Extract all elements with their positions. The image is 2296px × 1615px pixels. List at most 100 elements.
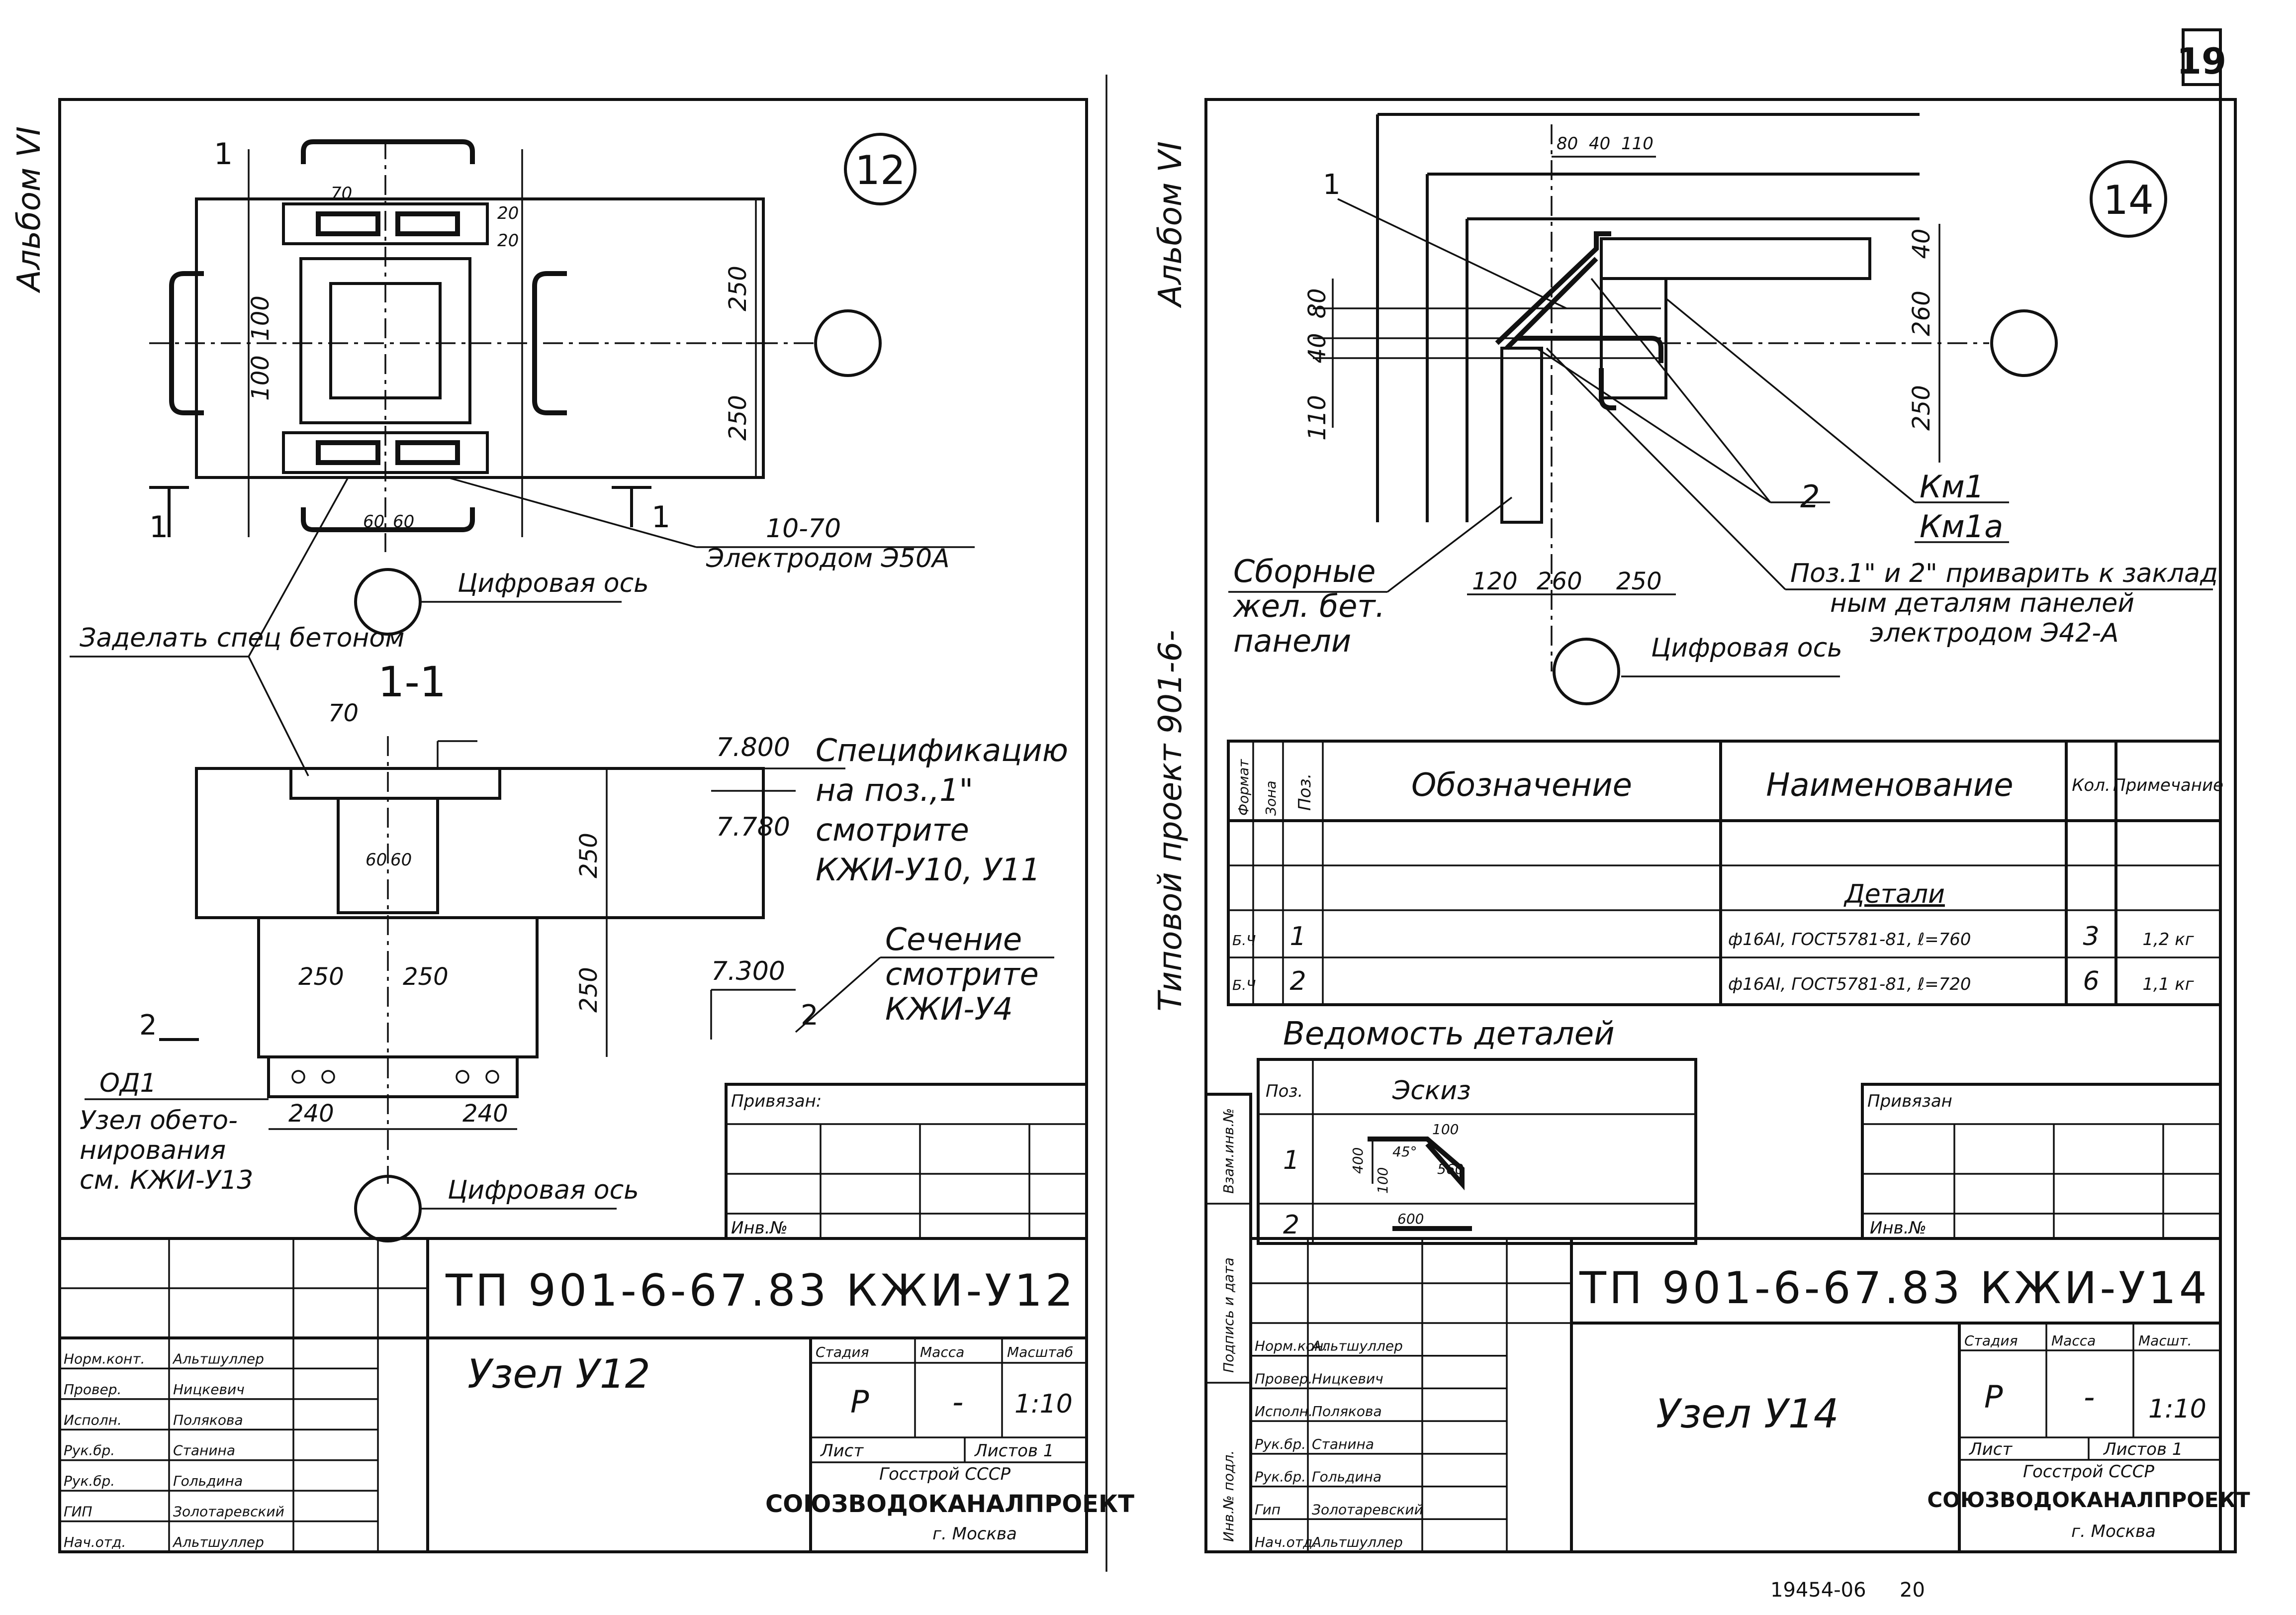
weld-note-electrode: Электродом Э50А (706, 544, 950, 573)
svg-text:240: 240 (462, 1100, 508, 1128)
svg-text:Взам.инв.№: Взам.инв.№ (1220, 1108, 1237, 1194)
right-slab (1600, 237, 1871, 280)
left-privyazan: Привязан: (731, 1091, 822, 1111)
svg-text:80: 80 (1303, 288, 1331, 318)
svg-text:Детали: Детали (1843, 879, 1945, 909)
left-sig-name: Альтшуллер (172, 1350, 264, 1367)
footer-code-2: 20 (1900, 1579, 1925, 1602)
left-sig-name: Станина (173, 1442, 235, 1459)
section-slab (195, 767, 765, 919)
left-sig-name: Полякова (173, 1412, 243, 1428)
svg-text:1: 1 (1323, 169, 1341, 201)
left-node-circle (844, 133, 917, 205)
svg-text:Стадия: Стадия (1964, 1332, 2018, 1349)
right-sig-name: Золотаревский (1312, 1501, 1423, 1518)
svg-text:Листов 1: Листов 1 (2103, 1439, 2183, 1459)
right-axis-label: Цифровая ось (1651, 633, 1842, 663)
left-sig-role: ГИП (64, 1504, 92, 1520)
svg-text:Р: Р (1984, 1379, 2003, 1415)
left-sig-role: Норм.конт. (64, 1350, 145, 1367)
right-sig-role: Нач.отд. (1255, 1534, 1317, 1550)
spec-row-qty: 3 (2083, 922, 2099, 951)
spec-row-format: Б.Ч (1232, 977, 1256, 993)
svg-text:Госстрой СССР: Госстрой СССР (2023, 1462, 2154, 1482)
svg-text:600: 600 (1397, 1211, 1424, 1227)
svg-text:40: 40 (1303, 333, 1331, 363)
spec-row-name: ф16АI, ГОСТ5781-81, ℓ=760 (1728, 930, 1971, 950)
right-sig-name: Станина (1312, 1436, 1374, 1452)
right-doc-code: ТП 901-6-67.83 КЖИ-У14 (1579, 1262, 2210, 1314)
svg-text:250: 250 (575, 833, 603, 878)
svg-text:1:10: 1:10 (1014, 1389, 1073, 1419)
svg-text:70: 70 (328, 699, 359, 727)
right-node-number: 14 (2103, 177, 2154, 223)
svg-text:2: 2 (1800, 478, 1820, 515)
svg-text:60: 60 (393, 512, 414, 532)
left-signatures: Норм.конт.АльтшуллерПровер.НицкевичИспол… (60, 1350, 378, 1553)
svg-text:100: 100 (1375, 1167, 1391, 1194)
right-side-project: Типовой проект 901-6- (1152, 630, 1189, 1012)
spec-note: Спецификацию на поз.,1" смотрите КЖИ-У10… (816, 732, 1078, 888)
svg-text:250: 250 (1908, 385, 1935, 431)
svg-text:Формат: Формат (1235, 759, 1252, 816)
svg-text:Наименование: Наименование (1766, 767, 2013, 804)
base-plate (267, 1055, 519, 1098)
right-side-album: Альбом VI (1152, 141, 1189, 308)
spec-table: Формат Зона Поз. Обозначение Наименовани… (1227, 740, 2223, 1006)
left-sig-name: Ницкевич (173, 1381, 245, 1398)
svg-text:240: 240 (288, 1100, 334, 1128)
svg-text:100: 100 (1432, 1121, 1459, 1138)
svg-text:2: 2 (1283, 1210, 1299, 1240)
right-sig-name: Ницкевич (1312, 1370, 1383, 1387)
svg-text:1:10: 1:10 (2148, 1394, 2206, 1424)
svg-text:40: 40 (1908, 228, 1935, 259)
section-title: 1-1 (378, 658, 446, 706)
left-section-view: 1-1 70 250 250 60 60 250 250 240 240 7.8… (80, 658, 1078, 1242)
svg-text:60: 60 (390, 850, 412, 870)
svg-text:260: 260 (1908, 290, 1935, 336)
svg-text:110: 110 (1621, 134, 1653, 154)
section-mark-top: 1 (214, 137, 233, 172)
svg-text:Масштаб: Масштаб (1007, 1344, 1073, 1360)
plan-slab (195, 197, 765, 479)
right-sig-role: Рук.бр. (1255, 1436, 1306, 1452)
svg-text:Зона: Зона (1263, 780, 1279, 816)
section-mark-right: 1 (651, 500, 670, 535)
spec-row-note: 1,1 кг (2142, 974, 2194, 994)
right-sig-role: Норм.кон. (1255, 1338, 1328, 1354)
left-sig-role: Провер. (64, 1381, 121, 1398)
svg-text:400: 400 (1350, 1147, 1366, 1174)
spec-row-pos: 1 (1289, 922, 1306, 951)
svg-text:Лист: Лист (820, 1441, 864, 1461)
svg-text:г. Москва: г. Москва (2071, 1521, 2156, 1541)
right-inv: Инв.№ (1870, 1218, 1927, 1238)
level-bottom: 7.300 (711, 956, 785, 986)
svg-text:Р: Р (850, 1384, 869, 1420)
prefab-note: Сборные жел. бет. панели (1232, 553, 1395, 659)
details-title: Ведомость деталей (1283, 1016, 1615, 1052)
embed-note: Заделать спец бетоном (80, 623, 404, 653)
svg-text:1: 1 (1283, 1145, 1299, 1175)
right-title-block: Привязан Инв.№ Инв.№ подл. Подпись и дат… (1204, 1083, 2250, 1553)
right-sig-role: Рук.бр. (1255, 1469, 1306, 1485)
right-panel (1500, 347, 1543, 524)
left-plan-view: 12 1 1 1 250 250 100 (149, 133, 975, 636)
svg-text:2: 2 (801, 999, 819, 1032)
svg-text:250: 250 (298, 963, 344, 991)
left-sig-name: Золотаревский (173, 1504, 284, 1520)
svg-text:Поз.: Поз. (1295, 773, 1315, 811)
right-node-view: 14 80 40 110 110 40 80 250 260 40 (1228, 113, 2218, 705)
section-axis-label: Цифровая ось (448, 1175, 639, 1205)
spec-row-pos: 2 (1289, 966, 1306, 996)
svg-text:г. Москва: г. Москва (932, 1524, 1017, 1544)
svg-text:Инв.№ подл.: Инв.№ подл. (1220, 1450, 1237, 1542)
right-sig-role: Гип (1255, 1501, 1281, 1518)
svg-text:Масса: Масса (2051, 1332, 2096, 1349)
page-number-box (2182, 28, 2222, 86)
od1-label: ОД1 (99, 1068, 157, 1098)
svg-text:Стадия: Стадия (816, 1344, 869, 1360)
left-sig-role: Рук.бр. (64, 1442, 115, 1459)
svg-text:20: 20 (497, 203, 519, 223)
